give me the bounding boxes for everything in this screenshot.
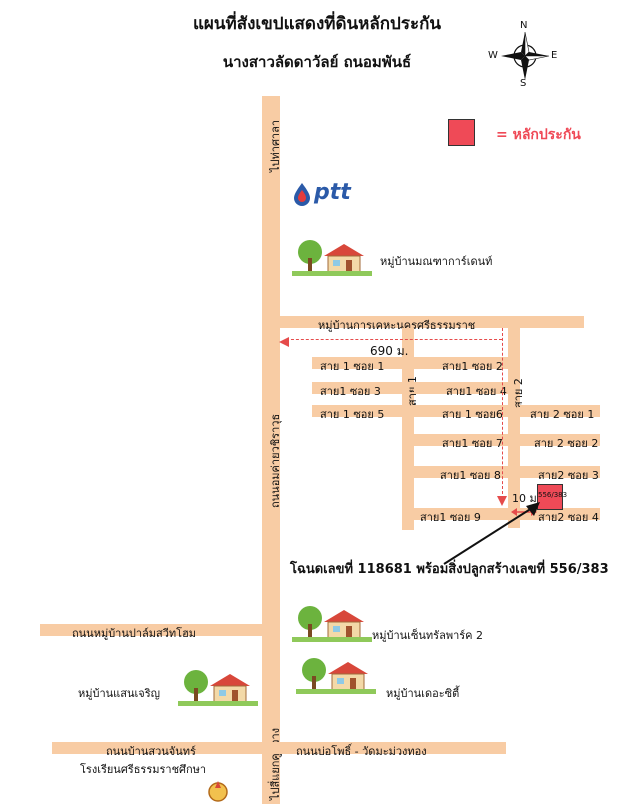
arrow-left-icon [279,333,291,347]
soi-left-1-label: สาย 1 ซอย 1 [320,360,385,373]
soi-mid-8 [414,466,508,478]
bo-pho-road-label: ถนนบ่อโพธิ์ - วัดมะม่วงทอง [296,745,427,758]
route-line-horizontal [286,339,502,340]
soi-mid-2-label: สาย1 ซอย 2 [442,360,503,373]
school-label: โรงเรียนศรีธรรมราชศึกษา [80,763,207,776]
map-title: แผนที่สังเขปแสดงที่ดินหลักประกัน [192,14,442,34]
sai2-road [508,328,520,528]
soi-mid-9-label: สาย1 ซอย 9 [420,511,481,524]
central-park-label: หมู่บ้านเซ็นทรัลพาร์ค 2 [372,629,484,642]
soi-right-1 [520,405,600,417]
soi-left-3 [312,382,402,394]
compass-east: E [551,50,558,61]
village-road [280,316,584,328]
school-emblem-icon [206,778,230,802]
route-line-vertical [502,328,503,494]
house-icon [296,656,376,694]
house-icon [292,604,372,642]
soi-mid-7-label: สาย1 ซอย 7 [442,437,503,450]
soi-right-4-label: สาย2 ซอย 4 [538,511,599,524]
main-road [262,96,280,804]
soi-right-1-label: สาย 2 ซอย 1 [530,408,595,421]
village-top-label: หมู่บ้านมณฑาการ์เดนท์ [380,255,493,268]
house-icon [292,238,372,276]
owner-name: นางสาวลัดดาวัลย์ ถนอมพันธ์ [222,53,412,71]
bottom-road [52,742,506,754]
palm-road [40,624,262,636]
plot-label: 556/383 [538,491,568,499]
distance-10: 10 ม. [512,492,541,505]
legend-label: = หลักประกัน [496,127,581,143]
compass-south: S [520,78,527,89]
ptt-logo: ptt [314,180,351,205]
pointer-arrow-icon [440,498,550,568]
distance-690: 690 ม. [370,344,409,358]
soi-mid-9 [402,508,508,520]
soi-right-2-label: สาย 2 ซอย 2 [534,437,599,450]
soi-right-3 [520,466,600,478]
ptt-flame-icon [292,182,312,206]
soi-mid-4 [414,382,508,394]
compass-rose-icon [485,18,565,98]
palm-road-label: ถนนหมู่บ้านปาล์มสวีทโฮม [72,627,197,640]
soi-left-5 [312,405,402,417]
deed-text: โฉนดเลขที่ 118681 พร้อมสิ่งปลูกสร้างเลขท… [290,562,609,577]
legend-swatch [448,119,475,146]
main-road-top-label: ไปท่าศาลา [269,119,282,172]
suan-chan-road-label: ถนนบ้านสวนจันทร์ [106,745,196,758]
compass-north: N [520,20,528,31]
arrow-down-icon [496,492,508,506]
soi-left-1 [312,357,402,369]
soi-mid-6 [414,405,508,417]
soi-right-2 [520,434,600,446]
soi-mid-7 [414,434,508,446]
collateral-plot [537,484,563,510]
main-road-name: ถนนอมค่ายวชิราวุธ [269,413,282,508]
soi-left-3-label: สาย1 ซอย 3 [320,385,381,398]
soi-right-4 [520,508,600,520]
compass-west: W [488,50,498,61]
soi-left-5-label: สาย 1 ซอย 5 [320,408,385,421]
soi-mid-2 [414,357,508,369]
village-road-label: หมู่บ้านการเคหะนครศรีธรรมราช [318,319,476,332]
house-icon [178,668,258,706]
sai2-label: สาย 2 [512,378,525,408]
saen-charoen-label: หมู่บ้านแสนเจริญ [78,687,160,700]
sai1-road [402,328,414,530]
soi-mid-6-label: สาย 1 ซอย6 [442,408,503,421]
main-road-bottom-label: ไปสี่แยกคูขวาง [269,727,282,800]
soi-mid-4-label: สาย1 ซอย 4 [446,385,507,398]
soi-mid-8-label: สาย1 ซอย 8 [440,469,501,482]
the-city-label: หมู่บ้านเดอะซิตี้ [386,687,460,700]
soi-right-3-label: สาย2 ซอย 3 [538,469,599,482]
